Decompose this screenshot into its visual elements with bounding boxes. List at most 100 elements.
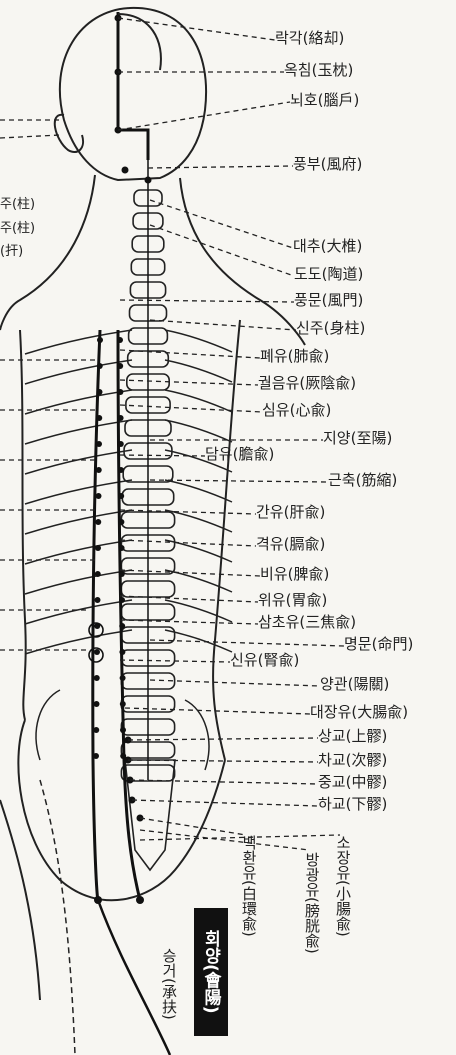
acupoint-dot [93,727,99,733]
leader-line [128,738,318,740]
leader-line [120,300,294,302]
label-samchoyu: 삼초유(三焦兪) [258,614,356,631]
label-wiyu: 위유(胃兪) [258,592,327,609]
acupoint-dot [120,727,126,733]
acupoint-dot [97,363,103,369]
acupoint-dot [95,545,101,551]
rib-left [25,510,132,534]
leader-line [125,708,310,714]
acupoint-dot [95,571,101,577]
label-daejangyu: 대장유(大腸兪) [310,704,408,721]
acupoint-dot [120,701,126,707]
leader-line [150,680,320,686]
label-sinju: 신주(身柱) [296,320,365,337]
label-dodo: 도도(陶道) [294,266,363,283]
leader-line [150,640,344,646]
label-jiyang: 지양(至陽) [323,430,392,447]
leader-line [120,596,258,602]
acupoint-dot [119,623,125,629]
label-sojangyu: 소장유(小腸兪) [334,835,352,937]
acupoint-dot [118,493,124,499]
acupoint-dot [96,441,102,447]
label-gwoleumyu: 궐음유(厥陰兪) [258,375,356,392]
acupoint-dot [95,597,101,603]
rib-left [25,600,132,624]
label-noeho: 뇌호(腦戶) [290,92,359,109]
acupoint-dot [117,337,123,343]
label-baekhwanyu: 백환유(白環兪) [240,835,258,937]
acupoint-dot [97,337,103,343]
label-pungmun: 풍문(風門) [294,292,363,309]
label-biyu: 비유(脾兪) [260,566,329,583]
label-hagyo: 하교(下髎) [318,796,387,813]
label-damyu: 담유(膽兪) [205,446,274,463]
leader-line [132,800,318,806]
acupoint-dot [122,167,129,174]
acupoint-dot [117,363,123,369]
acupoint-dot [96,415,102,421]
rib-left [25,360,132,384]
acupoint-dot [94,675,100,681]
leader-line [0,135,60,138]
label-okchim: 옥침(玉枕) [284,62,353,79]
rib-right [165,480,232,502]
rib-right [165,390,232,412]
left-leg [0,800,40,1000]
label-chagyo: 차교(次髎) [318,752,387,769]
acupoint-dot [119,571,125,577]
leader-line [120,570,260,576]
acupoint-dot [93,753,99,759]
edge-label-3: (扞) [0,245,23,259]
acupoint-dot [94,649,100,655]
label-geunchuk: 근축(筋縮) [328,472,397,489]
acupoint-dot [97,389,103,395]
rib-left [25,420,132,444]
label-pungbu: 풍부(風府) [293,156,362,173]
leader-lines [0,18,344,850]
acupoint-dot [95,519,101,525]
acupoint-dot [136,896,144,904]
rib-left [25,450,132,474]
label-nakgak: 락각(絡却) [275,30,344,47]
acupoint-dot [94,701,100,707]
acupoint-dot [145,177,152,184]
label-seunggeo: 승거(承扶) [160,948,178,1020]
label-simyu: 심유(心兪) [262,402,331,419]
label-gyeokyu: 격유(膈兪) [256,536,325,553]
leader-line [118,18,275,40]
label-banggwangyu: 방광유(膀胱兪) [303,852,321,954]
torso-left-outline [20,330,26,720]
skull-midline [118,12,148,160]
leader-line [120,350,260,358]
rib-right [165,360,232,382]
acupoint-dot [119,649,125,655]
rib-left [25,630,132,654]
leader-line [120,455,205,456]
leader-line [148,166,293,168]
label-myeongmun: 명문(命門) [344,636,413,653]
leader-line [150,320,296,330]
acupoint-dot [119,545,125,551]
acupoint-dot [118,415,124,421]
rib-left [25,330,132,354]
rib-left [25,570,132,594]
acupoint-dot [96,467,102,473]
label-junggyo: 중교(中髎) [318,774,387,791]
leader-line [150,480,328,482]
rib-left [25,480,132,504]
leader-line [120,405,262,412]
leader-line [120,380,258,385]
acupoint-dot [118,467,124,473]
label-daechu: 대추(大椎) [293,238,362,255]
acupoint-dot [96,493,102,499]
label-sinyu: 신유(腎兪) [230,652,299,669]
acupoint-dot [117,389,123,395]
leader-line [140,818,246,835]
rib-left [25,390,132,414]
edge-label-2: 주(柱) [0,222,35,236]
acupoint-dot [120,675,126,681]
leader-line [150,225,294,276]
label-sanggyo: 상교(上髎) [318,728,387,745]
rib-left [25,540,132,564]
